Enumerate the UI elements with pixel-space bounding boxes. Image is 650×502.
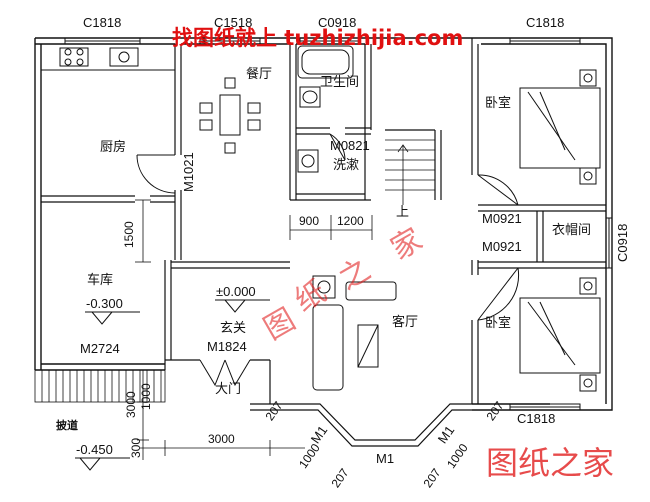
doors [136,133,520,387]
door-m0921-b: M0921 [482,239,522,254]
stair [385,139,435,205]
dim-3000-vert: 3000 [124,391,138,418]
ramp-hatch [34,369,166,403]
windows [64,37,613,411]
watermark-top: 找图纸就上 tuzhizhijia.com [172,26,464,50]
dim-900: 900 [299,214,320,228]
room-wash: 洗漱 [333,158,360,173]
door-m1021: M1021 [181,152,196,192]
dim-3000-bottom: 3000 [208,432,235,446]
window-c1518: C1518 [214,15,253,30]
room-bedroom-bottom: 卧室 [485,316,512,331]
label-ramp: 披道 [56,419,78,432]
beds [519,69,601,392]
window-c1818-right-top: C1818 [526,15,565,30]
elevation-marks [75,299,270,471]
room-bedroom-top: 卧室 [485,96,512,111]
room-closet: 衣帽间 [552,223,592,238]
room-kitchen: 厨房 [100,140,127,155]
window-c0918-top: C0918 [318,15,357,30]
dim-1200: 1200 [337,214,364,228]
label-stair-up: 上 [396,205,410,220]
room-bathroom: 卫生间 [320,75,360,90]
room-dining: 餐厅 [246,67,273,82]
elevation-garage: -0.300 [86,296,123,311]
elevation-outside: -0.450 [76,442,113,457]
dim-1500: 1500 [122,221,136,248]
bath-fixtures [297,45,354,173]
room-foyer: 玄关 [220,321,247,336]
door-m2724: M2724 [80,341,120,356]
watermark-bottom: 图纸之家 [486,444,615,482]
door-m1-center: M1 [376,451,395,466]
dim-300-vert: 300 [129,437,143,458]
window-c1818-left: C1818 [83,15,122,30]
door-m1824: M1824 [207,339,247,354]
dining-table [199,77,261,154]
room-living: 客厅 [392,315,419,330]
kitchen-fixtures [40,43,176,71]
interior-walls [41,38,606,447]
window-c0918-right: C0918 [615,223,630,262]
elevation-floor: ±0.000 [216,284,256,299]
room-garage: 车库 [87,273,114,288]
door-m0921-a: M0921 [482,211,522,226]
dim-1000-vert: 1000 [139,383,153,410]
label-main-door: 大门 [215,382,242,397]
sofa-set [312,275,397,391]
window-c1818-right-bottom: C1818 [517,411,556,426]
dimension-lines [135,199,373,460]
door-m0821: M0821 [330,138,370,153]
